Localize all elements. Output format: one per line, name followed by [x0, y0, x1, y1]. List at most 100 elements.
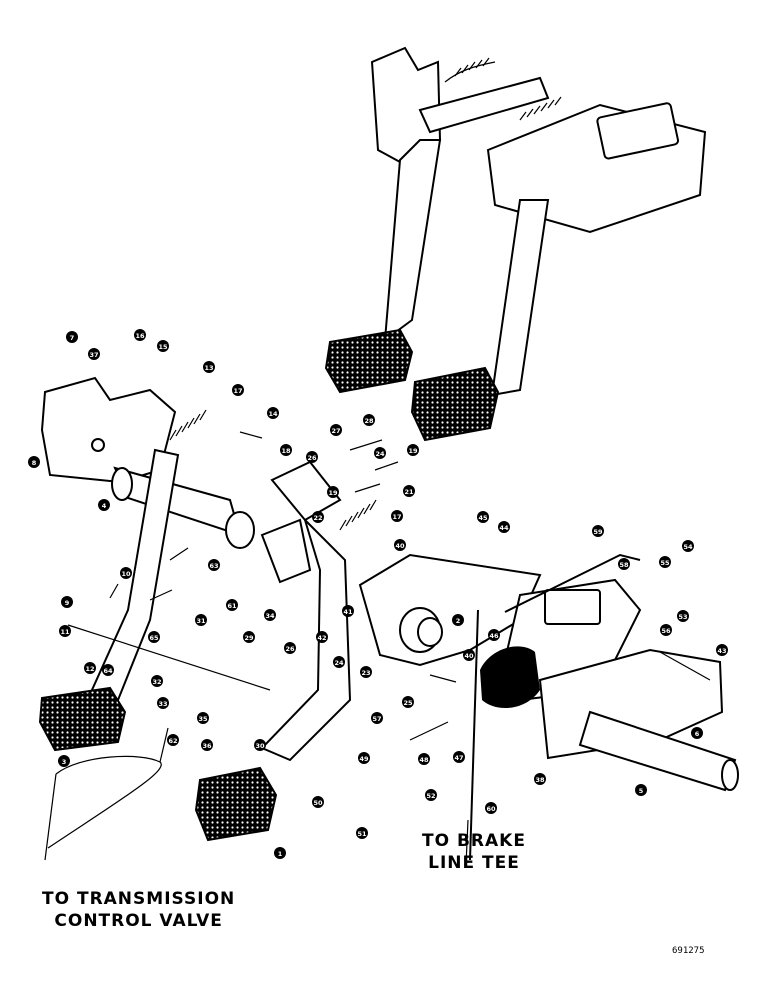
svg-text:56: 56	[661, 627, 671, 635]
svg-text:35: 35	[198, 715, 208, 723]
callout-32: 31	[195, 614, 207, 626]
svg-text:9: 9	[65, 599, 70, 607]
svg-text:19: 19	[408, 447, 418, 455]
svg-text:31: 31	[196, 617, 206, 625]
callout-59: 58	[618, 558, 630, 570]
callout-54: 53	[677, 610, 689, 622]
svg-text:40: 40	[464, 652, 474, 660]
svg-text:1: 1	[278, 850, 283, 858]
svg-text:49: 49	[359, 755, 369, 763]
svg-text:55: 55	[660, 559, 670, 567]
svg-text:57: 57	[372, 715, 381, 723]
callout-34: 33	[157, 697, 169, 709]
svg-text:23: 23	[361, 669, 370, 677]
brake-caption-line2: LINE TEE	[428, 853, 520, 873]
callout-1: 1	[274, 847, 286, 859]
callout-20: 19	[327, 486, 339, 498]
callout-46: 45	[477, 511, 489, 523]
svg-text:7: 7	[70, 334, 75, 342]
svg-text:4: 4	[102, 502, 107, 510]
callout-65: 64	[102, 664, 114, 676]
svg-text:28: 28	[364, 417, 374, 425]
callout-62: 61	[226, 599, 238, 611]
brake-line-caption: TO BRAKE LINE TEE	[422, 830, 526, 874]
svg-text:24: 24	[375, 450, 385, 458]
callout-18: 18	[280, 444, 292, 456]
brake-caption-line1: TO BRAKE	[422, 831, 526, 851]
callout-52: 51	[356, 827, 368, 839]
svg-text:19: 19	[328, 489, 338, 497]
callout-16: 16	[134, 329, 146, 341]
svg-text:54: 54	[683, 543, 693, 551]
callout-38: 37	[88, 348, 100, 360]
svg-text:30: 30	[255, 742, 265, 750]
svg-text:16: 16	[135, 332, 145, 340]
svg-text:15: 15	[158, 343, 168, 351]
callout-47: 46	[488, 629, 500, 641]
callout-39: 38	[534, 773, 546, 785]
svg-text:12: 12	[85, 665, 94, 673]
callout-6: 6	[691, 727, 703, 739]
callout-51: 50	[312, 796, 324, 808]
svg-text:61: 61	[227, 602, 237, 610]
callout-14: 14	[267, 407, 279, 419]
svg-text:38: 38	[535, 776, 545, 784]
callout-40: 40	[394, 539, 406, 551]
svg-text:36: 36	[202, 742, 212, 750]
svg-text:8: 8	[32, 459, 37, 467]
svg-text:46: 46	[489, 632, 499, 640]
transmission-caption-line1: TO TRANSMISSION	[42, 889, 236, 909]
svg-text:18: 18	[281, 447, 291, 455]
callout-43: 42	[316, 631, 328, 643]
callout-28: 27	[330, 424, 342, 436]
svg-text:62: 62	[168, 737, 177, 745]
svg-text:43: 43	[717, 647, 726, 655]
transmission-caption-line2: CONTROL VALVE	[54, 911, 223, 931]
svg-text:52: 52	[426, 792, 435, 800]
svg-text:59: 59	[593, 528, 603, 536]
callout-24: 24	[374, 447, 386, 459]
callout-44: 43	[716, 644, 728, 656]
callout-25: 24	[333, 656, 345, 668]
svg-text:6: 6	[695, 730, 700, 738]
callout-3: 3	[58, 755, 70, 767]
callout-55: 54	[682, 540, 694, 552]
callout-35: 34	[264, 609, 276, 621]
svg-text:13: 13	[204, 364, 213, 372]
svg-text:22: 22	[313, 514, 322, 522]
callout-2: 2	[452, 614, 464, 626]
svg-text:17: 17	[233, 387, 242, 395]
callout-26b: 25	[402, 696, 414, 708]
svg-text:2: 2	[456, 617, 461, 625]
callout-49: 48	[418, 753, 430, 765]
callout-23: 23	[360, 666, 372, 678]
svg-text:24: 24	[334, 659, 344, 667]
callout-60: 59	[592, 525, 604, 537]
callout-37: 36	[201, 739, 213, 751]
callout-33: 32	[151, 675, 163, 687]
exploded-assembly	[38, 376, 739, 866]
callout-15: 15	[157, 340, 169, 352]
callout-36: 35	[197, 712, 209, 724]
svg-text:44: 44	[499, 524, 509, 532]
callout-8: 8	[28, 456, 40, 468]
callout-53: 52	[425, 789, 437, 801]
callout-31: 30	[254, 739, 266, 751]
callout-30: 29	[243, 631, 255, 643]
svg-text:64: 64	[103, 667, 113, 675]
callout-17b: 17	[391, 510, 403, 522]
callout-57: 56	[660, 624, 672, 636]
svg-text:11: 11	[60, 628, 70, 636]
callout-26: 26	[306, 451, 318, 463]
svg-text:3: 3	[62, 758, 67, 766]
assembled-pedal-unit	[324, 46, 707, 442]
callout-11: 11	[59, 625, 71, 637]
drawing-number: 691275	[672, 946, 705, 956]
callout-9: 9	[61, 596, 73, 608]
callout-42: 41	[342, 605, 354, 617]
callout-45: 44	[498, 521, 510, 533]
callout-19: 19	[407, 444, 419, 456]
svg-text:47: 47	[454, 754, 463, 762]
callout-5: 5	[635, 784, 647, 796]
transmission-valve-caption: TO TRANSMISSION CONTROL VALVE	[42, 888, 235, 932]
